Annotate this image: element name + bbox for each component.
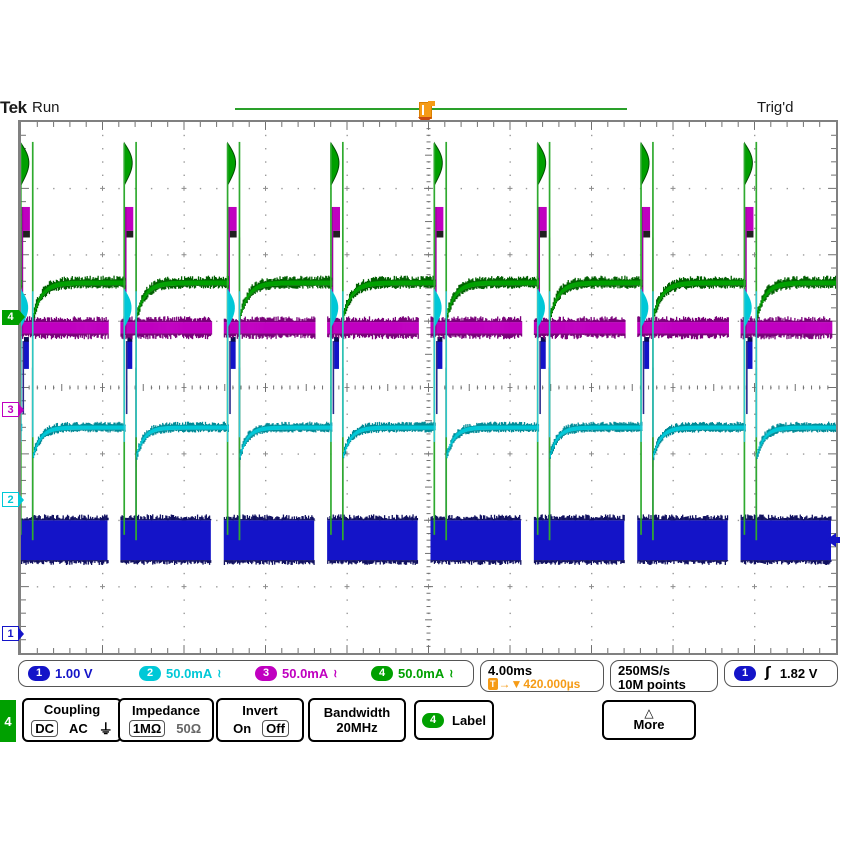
trigger-delay-value: 420.000µs bbox=[523, 677, 580, 691]
channel-marker-1-tip-icon bbox=[18, 627, 24, 641]
channel-3-scale: 50.0mA bbox=[282, 666, 328, 681]
channel-readout-4[interactable]: 4 50.0mA ≀ bbox=[371, 664, 453, 683]
acquisition-readout[interactable]: 250MS/s 10M points bbox=[610, 660, 718, 692]
channel-readout-2[interactable]: 2 50.0mA ≀ bbox=[139, 664, 221, 683]
tek-brand-logo: Tek bbox=[0, 98, 27, 118]
more-button-text: More bbox=[633, 717, 664, 732]
label-button-text: Label bbox=[452, 713, 486, 728]
impedance-option-50ohm[interactable]: 50Ω bbox=[174, 721, 203, 736]
trigger-delay-readout: T →▼ 420.000µs bbox=[488, 677, 580, 691]
trigger-level-arrow-bar-icon bbox=[835, 537, 840, 543]
active-channel-tab[interactable]: 4 bbox=[0, 700, 16, 742]
bandwidth-title: Bandwidth bbox=[324, 705, 390, 720]
bandwidth-value: 20MHz bbox=[336, 720, 377, 735]
more-arc-icon: △ bbox=[644, 709, 653, 717]
trigger-state-label: Trig'd bbox=[757, 99, 793, 116]
channel-marker-3-tip-icon bbox=[18, 403, 24, 417]
channel-3-badge: 3 bbox=[255, 666, 277, 681]
trigger-position-corner-icon bbox=[428, 101, 435, 106]
impedance-button[interactable]: Impedance 1MΩ 50Ω bbox=[118, 698, 214, 742]
channel-readout-bar: 1 1.00 V 2 50.0mA ≀ 3 50.0mA ≀ 4 50.0mA … bbox=[18, 660, 474, 687]
channel-marker-4-label: 4 bbox=[7, 311, 13, 323]
channel-readout-3[interactable]: 3 50.0mA ≀ bbox=[255, 664, 337, 683]
channel-4-scale: 50.0mA bbox=[398, 666, 444, 681]
timebase-scale: 4.00ms bbox=[488, 663, 532, 678]
waveform-graticule[interactable] bbox=[18, 120, 838, 655]
label-channel-badge: 4 bbox=[422, 713, 444, 728]
trigger-readout[interactable]: 1 ʃ 1.82 V bbox=[724, 660, 838, 687]
sample-rate-value: 250MS/s bbox=[618, 663, 670, 678]
channel-marker-1-label: 1 bbox=[7, 628, 13, 640]
channel-2-probe-icon: ≀ bbox=[217, 667, 221, 680]
trigger-slope-icon: ʃ bbox=[765, 665, 771, 681]
channel-1-badge: 1 bbox=[28, 666, 50, 681]
channel-marker-3-label: 3 bbox=[7, 404, 13, 416]
trigger-source-badge: 1 bbox=[734, 666, 756, 681]
channel-marker-4[interactable]: 4 bbox=[2, 310, 19, 325]
channel-marker-2-tip-icon bbox=[18, 493, 24, 507]
invert-title: Invert bbox=[242, 703, 277, 718]
channel-4-badge: 4 bbox=[371, 666, 393, 681]
record-length-value: 10M points bbox=[618, 677, 686, 692]
channel-2-scale: 50.0mA bbox=[166, 666, 212, 681]
trigger-level-value: 1.82 V bbox=[780, 666, 818, 681]
impedance-option-1meg[interactable]: 1MΩ bbox=[129, 720, 165, 737]
channel-marker-3[interactable]: 3 bbox=[2, 402, 19, 417]
coupling-button[interactable]: Coupling DC AC ⏚ bbox=[22, 698, 122, 742]
channel-marker-4-tip-icon bbox=[19, 310, 25, 324]
timebase-readout[interactable]: 4.00ms T →▼ 420.000µs bbox=[480, 660, 604, 692]
waveform-traces bbox=[21, 142, 836, 565]
waveform-canvas bbox=[21, 122, 836, 653]
acquisition-state-label: Run bbox=[32, 99, 60, 116]
ground-coupling-icon[interactable]: ⏚ bbox=[99, 719, 113, 739]
channel-3-probe-icon: ≀ bbox=[333, 667, 337, 680]
channel-1-scale: 1.00 V bbox=[55, 666, 93, 681]
bandwidth-button[interactable]: Bandwidth 20MHz bbox=[308, 698, 406, 742]
trigger-delay-arrow-icon: →▼ bbox=[499, 677, 523, 691]
invert-option-off[interactable]: Off bbox=[262, 720, 289, 737]
coupling-option-dc[interactable]: DC bbox=[31, 720, 58, 737]
channel-readout-1[interactable]: 1 1.00 V bbox=[28, 664, 93, 683]
trigger-delay-badge: T bbox=[488, 678, 498, 690]
coupling-option-ac[interactable]: AC bbox=[67, 721, 90, 736]
invert-option-on[interactable]: On bbox=[231, 721, 253, 736]
channel-marker-1[interactable]: 1 bbox=[2, 626, 19, 641]
grid-layer bbox=[21, 122, 836, 653]
channel-4-probe-icon: ≀ bbox=[449, 667, 453, 680]
channel-2-badge: 2 bbox=[139, 666, 161, 681]
invert-button[interactable]: Invert On Off bbox=[216, 698, 304, 742]
coupling-title: Coupling bbox=[44, 702, 100, 717]
channel-marker-2-label: 2 bbox=[7, 494, 13, 506]
more-button[interactable]: △ More bbox=[602, 700, 696, 740]
impedance-title: Impedance bbox=[132, 703, 200, 718]
label-button[interactable]: 4 Label bbox=[414, 700, 494, 740]
channel-marker-2[interactable]: 2 bbox=[2, 492, 19, 507]
